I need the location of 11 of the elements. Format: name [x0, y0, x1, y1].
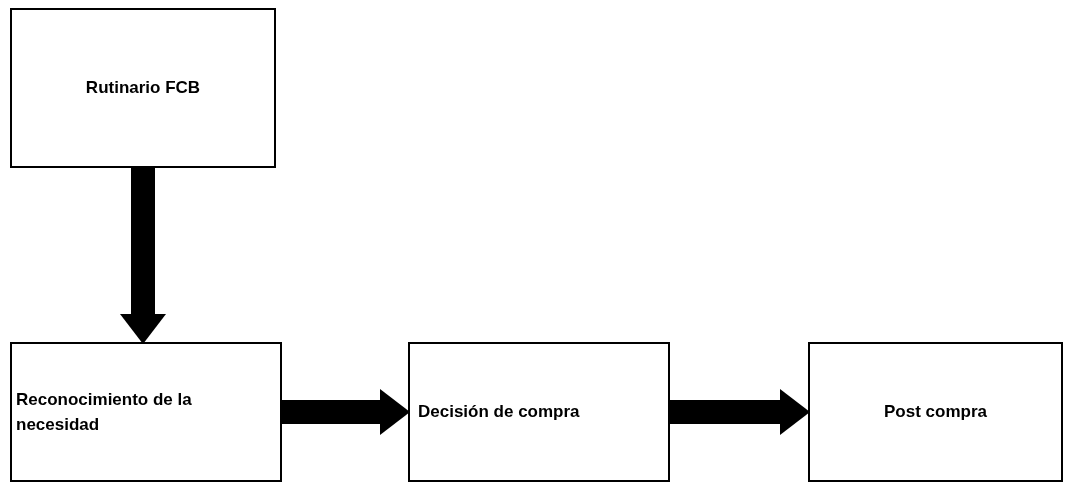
box-label: Rutinario FCB: [85, 77, 201, 100]
box-label: Post compra: [884, 401, 987, 424]
arrow: [282, 389, 410, 435]
arrow: [120, 168, 166, 344]
process-box: [408, 342, 670, 482]
process-box: [808, 342, 1063, 482]
process-box: [10, 342, 282, 482]
box-label: Reconocimiento de la necesidad: [16, 388, 193, 436]
process-box: [10, 8, 276, 168]
box-label: Decisión de compra: [418, 401, 580, 424]
arrow: [670, 389, 810, 435]
